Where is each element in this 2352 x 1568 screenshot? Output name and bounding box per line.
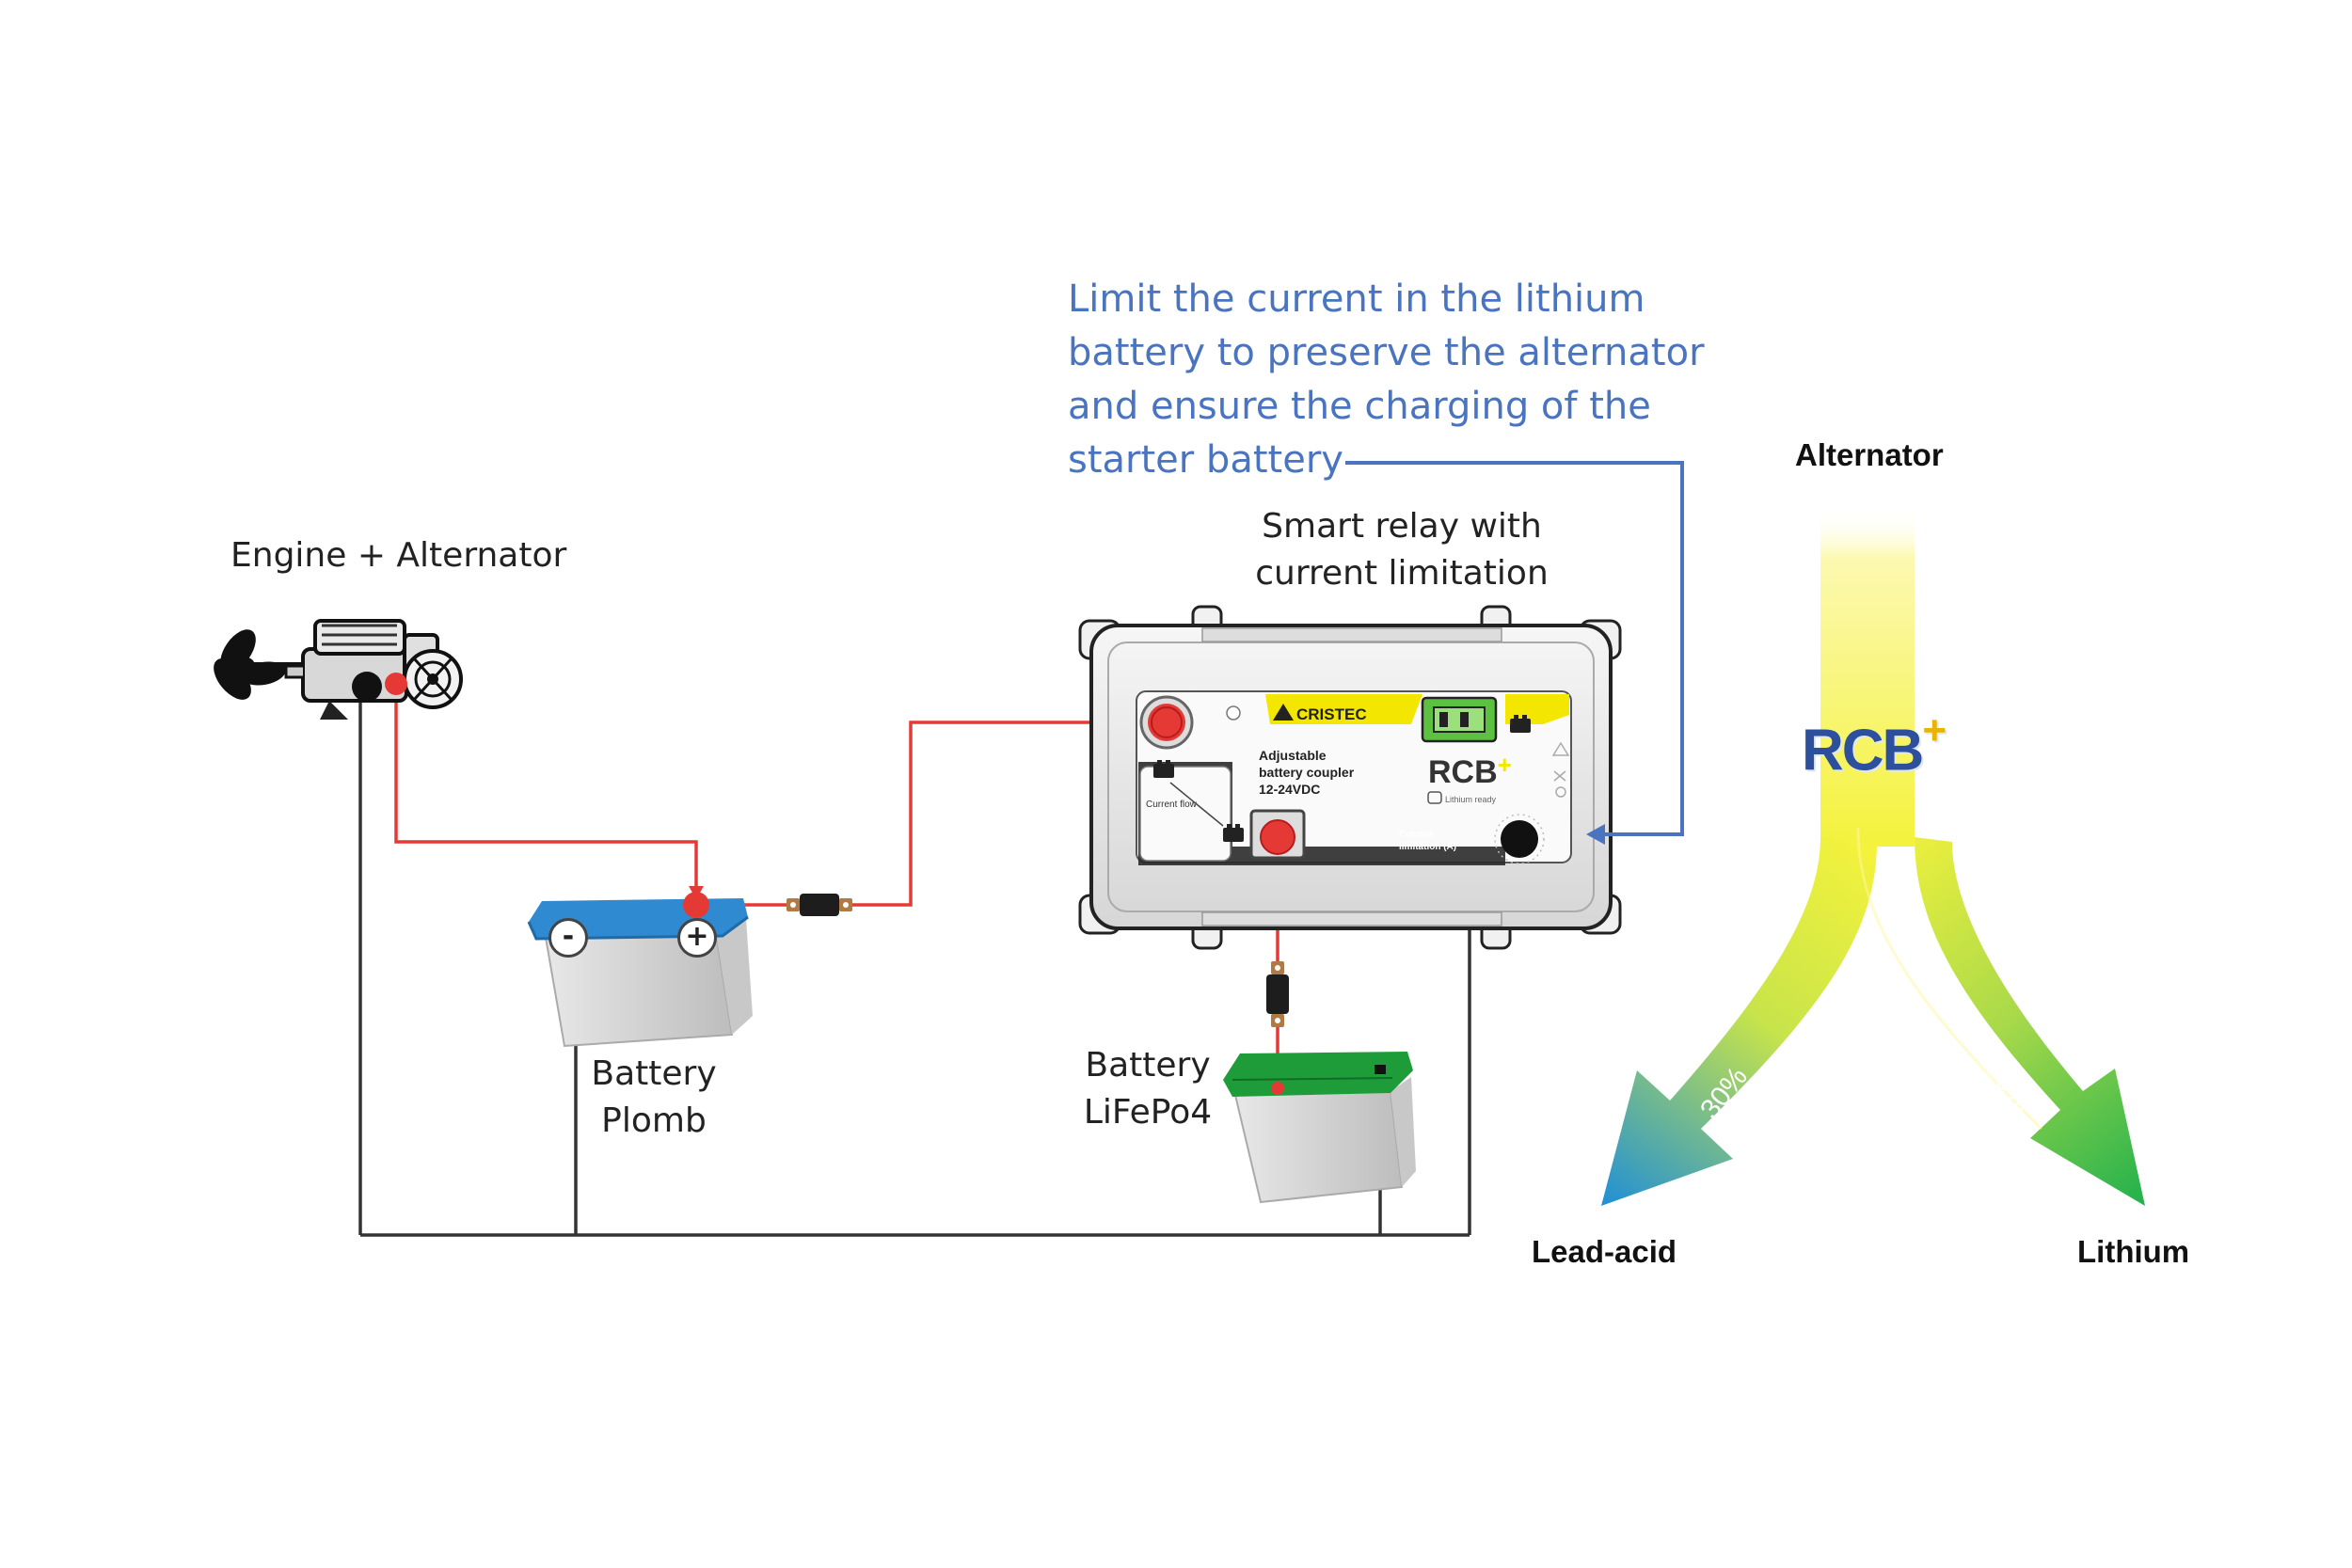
- current-limit-note: Limit the current in the lithium battery…: [1068, 273, 1745, 487]
- fuse-vertical: [1266, 961, 1289, 1027]
- current-split-arrow: 30% 70%: [1601, 508, 2145, 1206]
- annotation-connector: [1345, 461, 1684, 836]
- lead-battery-negative-terminal: -: [548, 918, 588, 958]
- engine-alternator-illustration: [214, 619, 463, 720]
- relay-lithium-badge: Lithium ready: [1445, 795, 1497, 804]
- battery-lifepo4-label: Battery LiFePo4: [1054, 1042, 1242, 1136]
- note-line3: and ensure the charging of the: [1068, 385, 1651, 428]
- positive-wire-fuse-to-relay: [847, 721, 1165, 907]
- relay-description-line1: Adjustable: [1259, 748, 1327, 763]
- rcb-logo-plus: +: [1922, 707, 1947, 753]
- propeller-icon: [214, 629, 309, 700]
- relay-output-terminal: [1249, 809, 1306, 860]
- annotation-arrowhead: [1586, 824, 1605, 845]
- note-line1: Limit the current in the lithium: [1068, 277, 1645, 321]
- fuse-horizontal: [787, 894, 852, 916]
- relay-label: Smart relay with current limitation: [1218, 503, 1585, 597]
- battery-lifepo4-label-line1: Battery: [1085, 1046, 1211, 1085]
- battery-plomb-label-line1: Battery: [591, 1054, 717, 1093]
- current-limit-dial[interactable]: [1501, 820, 1538, 858]
- split-right-label: Lithium: [2077, 1234, 2190, 1269]
- lead-battery-positive-terminal-dot: [683, 892, 709, 918]
- battery-lifepo4-label-line2: LiFePo4: [1083, 1093, 1213, 1132]
- battery-plomb-label: Battery Plomb: [560, 1051, 748, 1145]
- lead-battery-positive-terminal: +: [677, 918, 717, 958]
- relay-description-line2: battery coupler: [1259, 765, 1355, 780]
- battery-icon: [1153, 715, 1531, 842]
- positive-wire-alternator: [394, 685, 698, 898]
- relay-current-flow-label: Current flow: [1146, 800, 1198, 810]
- engine-label: Engine + Alternator: [230, 536, 567, 575]
- split-left-label: Lead-acid: [1532, 1234, 1677, 1269]
- relay-current-limitation-label-1: Current: [1399, 830, 1434, 840]
- rcb-logo: RCB+: [1802, 707, 1947, 784]
- battery-plomb-label-line2: Plomb: [601, 1101, 707, 1140]
- rcb-logo-text: RCB: [1802, 718, 1924, 784]
- lithium-battery-illustration: [1223, 1052, 1416, 1204]
- relay-model: RCB+: [1428, 751, 1512, 790]
- relay-label-line2: current limitation: [1255, 554, 1549, 593]
- relay-input-terminal: [1139, 695, 1194, 750]
- split-source-label: Alternator: [1795, 437, 1944, 472]
- relay-current-limitation-label-2: limitation (A): [1399, 842, 1456, 852]
- rcb-smart-relay-device: CRISTEC Adjustable battery coupler 12-24…: [1078, 605, 1622, 950]
- relay-description-line3: 12-24VDC: [1259, 782, 1320, 797]
- note-line4: starter battery: [1068, 438, 1343, 482]
- relay-label-line1: Smart relay with: [1262, 507, 1542, 546]
- note-line2: battery to preserve the alternator: [1068, 331, 1705, 374]
- relay-brand: CRISTEC: [1296, 705, 1367, 723]
- lead-acid-battery-illustration: [527, 892, 753, 1048]
- alternator-positive-terminal: [385, 673, 407, 695]
